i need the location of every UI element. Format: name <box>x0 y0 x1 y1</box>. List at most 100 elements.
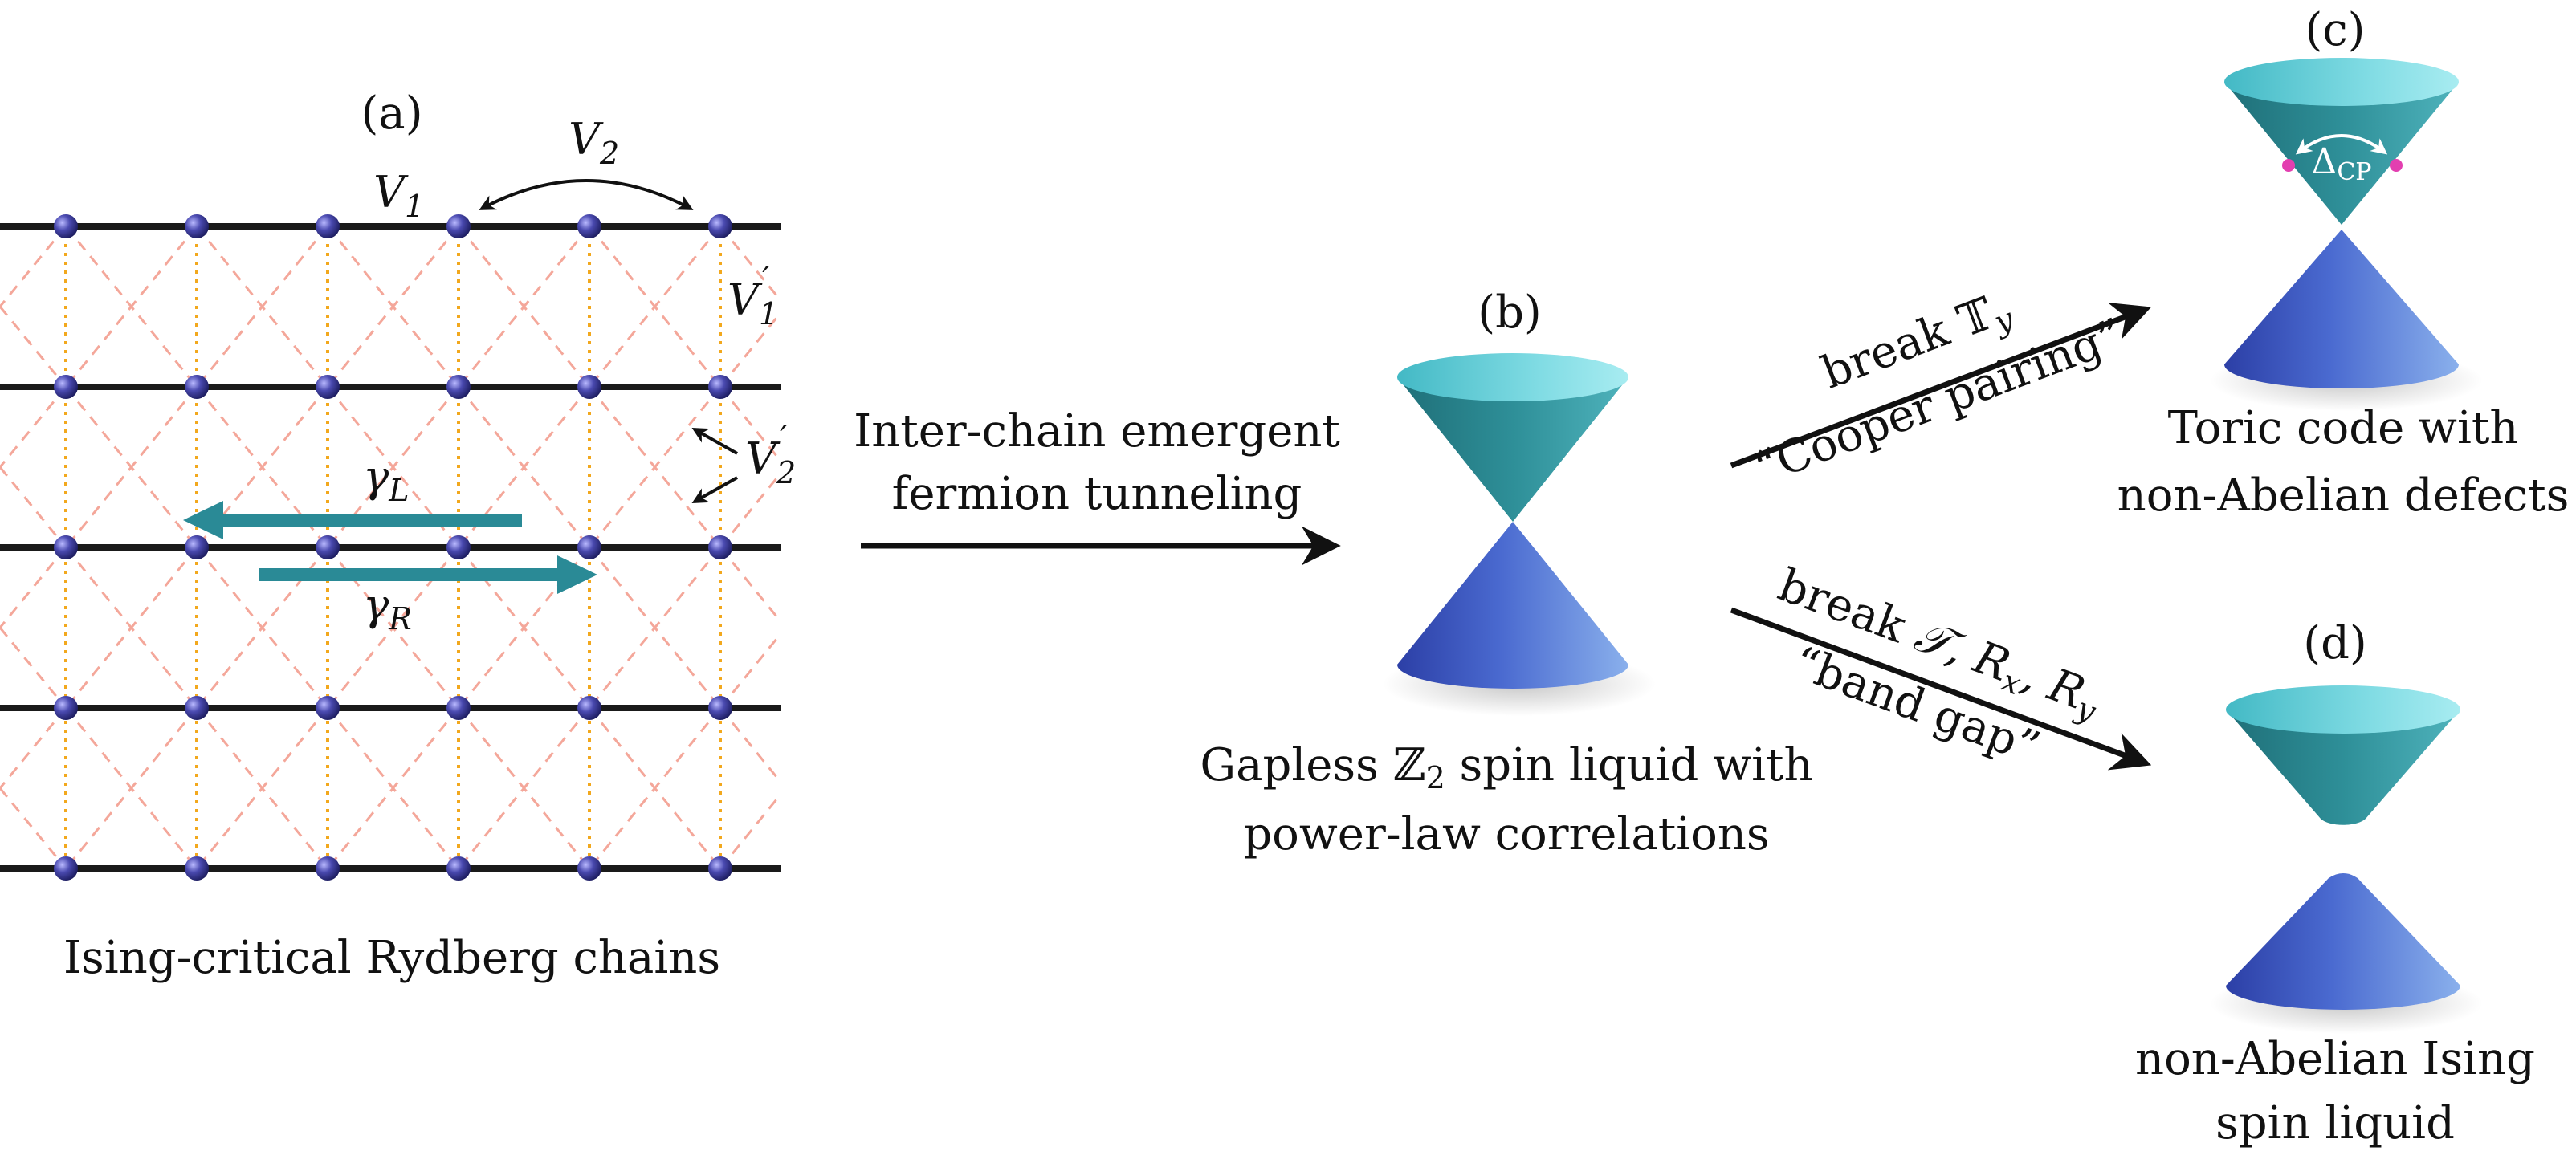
arrow-a-to-b: Inter-chain emergent fermion tunneling <box>854 405 1341 566</box>
diagonal-bond <box>326 547 460 709</box>
rydberg-atom <box>708 696 732 720</box>
v2-prime-label: V2′ <box>745 420 796 490</box>
panel-d-caption-line2: spin liquid <box>2215 1097 2455 1149</box>
rydberg-atom <box>185 696 209 720</box>
panel-a-tag: (a) <box>361 87 422 140</box>
gamma-r-arrow <box>259 555 597 594</box>
diagonal-bond <box>457 707 591 869</box>
rydberg-atom <box>446 214 471 238</box>
rydberg-atom <box>446 696 471 720</box>
diagonal-bond <box>0 466 67 548</box>
diagonal-bond <box>719 386 781 460</box>
dirac-cone-gapless <box>1383 353 1656 716</box>
diagonal-bond <box>0 627 67 709</box>
arrow-bc-line <box>1730 302 2152 469</box>
rydberg-atom <box>577 856 601 881</box>
diagonal-bond <box>719 314 781 388</box>
diagonal-bond <box>719 707 781 781</box>
gamma-l-label: γL <box>363 451 410 508</box>
diagonal-bond <box>0 707 67 789</box>
diagonal-bond <box>457 386 591 548</box>
rydberg-atom <box>708 375 732 399</box>
v1-prime-label: V1′ <box>728 261 778 331</box>
panel-b: (b) Gapless ℤ2 spin liquid with power-la… <box>1200 287 1812 860</box>
diagonal-bond <box>64 226 198 388</box>
diagonal-bond <box>719 226 781 299</box>
panel-a: (a) V1 V2 V1′ V2′ γL <box>0 87 796 984</box>
diagonal-bond <box>0 787 67 869</box>
cooper-pairing-arrow <box>2295 134 2388 155</box>
diagonal-bond <box>457 226 591 388</box>
rydberg-atom <box>185 535 209 559</box>
rydberg-atom <box>316 375 340 399</box>
panel-a-caption: Ising-critical Rydberg chains <box>63 932 720 984</box>
diagonal-bond <box>64 547 198 709</box>
rydberg-atom <box>446 375 471 399</box>
pairing-dot-left <box>2282 159 2295 172</box>
rydberg-atom <box>708 856 732 881</box>
diagonal-bond <box>588 386 722 548</box>
rydberg-atom <box>316 856 340 881</box>
rydberg-atom <box>54 214 78 238</box>
panel-d-caption-line1: non-Abelian Ising <box>2135 1033 2535 1085</box>
diagonal-bond <box>326 386 460 548</box>
rydberg-atom <box>577 696 601 720</box>
arrow-ab-line2: fermion tunneling <box>892 468 1302 520</box>
dirac-cone-gapped <box>2210 685 2483 1034</box>
diagonal-bond <box>457 547 591 709</box>
arrow-ab-line1: Inter-chain emergent <box>854 405 1340 458</box>
rydberg-atom <box>54 856 78 881</box>
diagonal-bond <box>195 707 329 869</box>
rydberg-atom <box>54 535 78 559</box>
rydberg-atom <box>316 696 340 720</box>
diagonal-bond <box>0 386 67 468</box>
rydberg-atom <box>446 535 471 559</box>
panel-c: (c) ΔCP Toric code with non-Abelian defe… <box>2117 4 2570 522</box>
diagonal-bond <box>588 707 722 869</box>
v1-label: V1 <box>373 167 424 224</box>
panel-c-caption-line2: non-Abelian defects <box>2117 470 2570 522</box>
rydberg-atom <box>708 214 732 238</box>
panel-b-tag: (b) <box>1478 287 1542 339</box>
pairing-dot-right <box>2390 159 2403 172</box>
diagonal-bond <box>588 547 722 709</box>
panel-b-caption-line1: Gapless ℤ2 spin liquid with <box>1200 739 1812 795</box>
rydberg-atom <box>185 375 209 399</box>
diagonal-bond <box>588 226 722 388</box>
diagonal-bond <box>719 795 781 869</box>
rydberg-atom <box>316 535 340 559</box>
dirac-cone-paired: ΔCP <box>2210 58 2483 411</box>
rydberg-atom <box>577 375 601 399</box>
diagonal-bond <box>0 226 67 307</box>
diagonal-bond <box>0 306 67 388</box>
v2-interaction-arrow <box>479 179 694 210</box>
diagonal-bond <box>326 226 460 388</box>
diagonal-bond <box>64 386 198 548</box>
panel-d: (d) non-Abelian Ising spin liquid <box>2135 617 2535 1149</box>
v2-label: V2 <box>569 114 619 171</box>
rydberg-atom <box>708 535 732 559</box>
diagonal-bond <box>326 707 460 869</box>
v2-prime-arrow-lower <box>691 476 738 503</box>
rydberg-atom <box>54 696 78 720</box>
rydberg-atom <box>316 214 340 238</box>
gamma-l-arrow <box>183 501 522 539</box>
v2-prime-arrow-upper <box>691 428 738 455</box>
rydberg-atom <box>577 535 601 559</box>
gamma-r-label: γR <box>363 580 412 637</box>
diagonal-bond <box>195 226 329 388</box>
panel-b-caption-line2: power-law correlations <box>1243 808 1769 860</box>
diagonal-bond <box>195 547 329 709</box>
diagonal-bond <box>719 474 781 548</box>
rydberg-atom <box>54 375 78 399</box>
rydberg-lattice <box>0 214 781 881</box>
rydberg-atom <box>446 856 471 881</box>
panel-c-caption-line1: Toric code with <box>2168 402 2519 454</box>
rydberg-atom <box>185 856 209 881</box>
panel-d-tag: (d) <box>2303 617 2367 669</box>
diagonal-bond <box>64 707 198 869</box>
delta-cp-label: ΔCP <box>2312 141 2372 186</box>
diagonal-bond <box>0 547 67 628</box>
diagonal-bond <box>719 547 781 620</box>
